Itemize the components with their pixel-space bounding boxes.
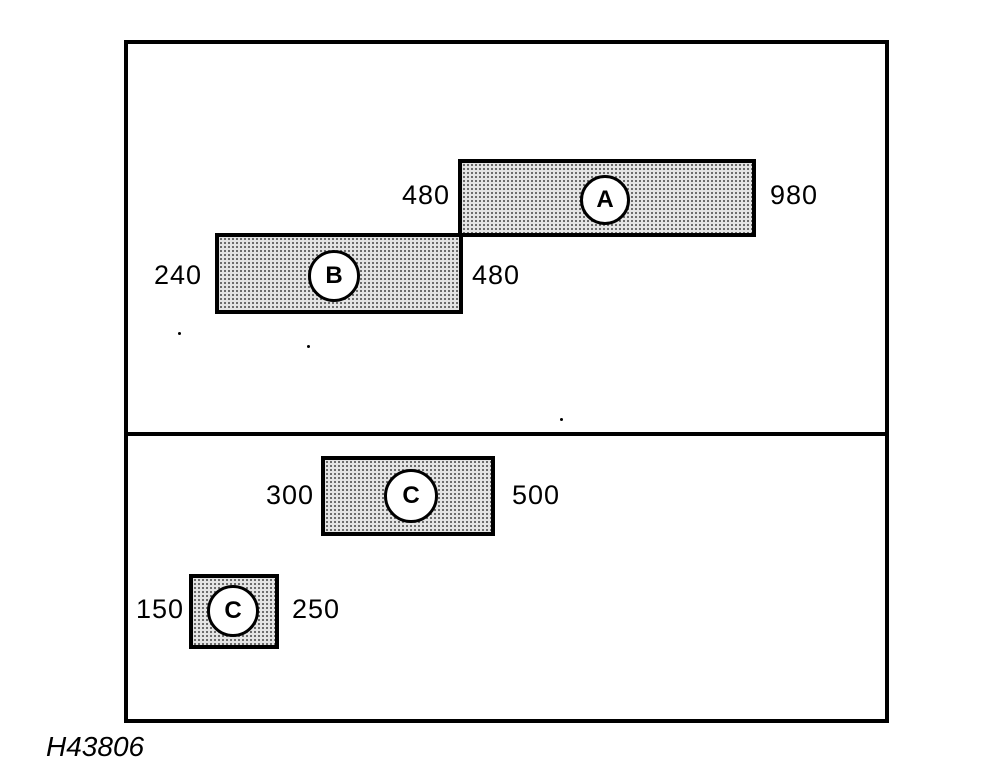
bar-c-lower-start-value: 150	[135, 594, 184, 624]
speckle	[560, 418, 563, 421]
bar-b-start-value: 240	[153, 260, 202, 290]
bar-c-upper-end-value: 500	[512, 480, 561, 510]
bar-c-lower-label-badge: C	[207, 585, 259, 637]
bar-c-upper-label-badge: C	[384, 469, 438, 523]
bar-b-end-value: 480	[472, 260, 521, 290]
bar-a-label-badge: A	[580, 175, 630, 225]
bar-c-lower-end-value: 250	[292, 594, 341, 624]
bar-b-label-badge: B	[308, 250, 360, 302]
figure-id: H43806	[46, 731, 145, 762]
speckle	[307, 345, 310, 348]
speckle	[178, 332, 181, 335]
bar-a-start-value: 480	[401, 180, 450, 210]
bar-c-upper-start-value: 300	[265, 480, 314, 510]
bottom-panel-frame	[124, 432, 889, 723]
bar-a-end-value: 980	[770, 180, 819, 210]
